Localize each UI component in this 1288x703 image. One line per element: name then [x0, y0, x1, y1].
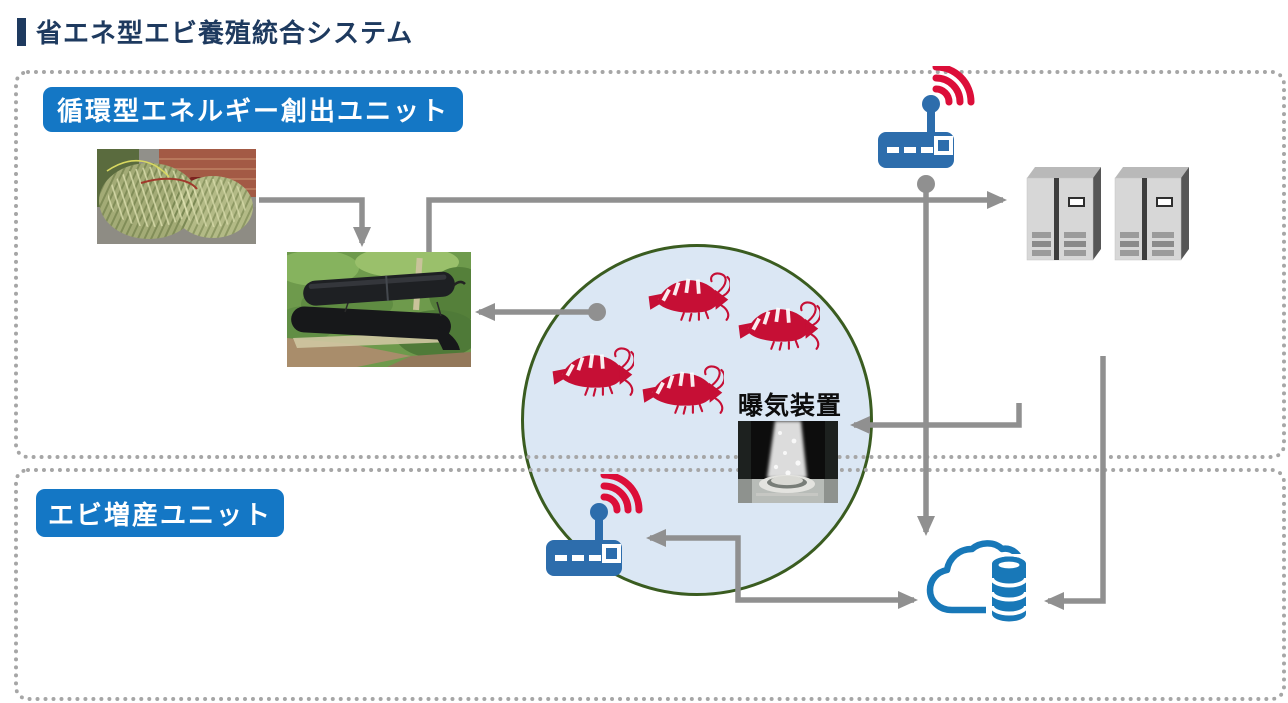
server-cabinet — [1026, 167, 1101, 261]
aeration-bubbles-photo — [738, 421, 838, 503]
connection-servers-to-database — [1044, 356, 1106, 610]
biogas-digester-photo — [287, 252, 471, 367]
connection-servers-to-aeration — [850, 403, 1022, 434]
shrimp-unit-label: エビ増産ユニット — [36, 489, 284, 537]
energy-unit-label: 循環型エネルギー創出ユニット — [43, 87, 463, 132]
server-racks-illustration — [1017, 162, 1192, 266]
server-cabinet — [1114, 167, 1189, 261]
iot-router-icon-upper — [878, 66, 984, 168]
page-header: 省エネ型エビ養殖統合システム — [17, 13, 413, 50]
grass-biomass-photo — [97, 149, 256, 244]
iot-router-icon-pond — [546, 474, 652, 576]
cloud-database-icon — [924, 534, 1030, 626]
page-title: 省エネ型エビ養殖統合システム — [36, 18, 414, 48]
connection-dot — [917, 175, 935, 193]
connection-grass-to-digester — [259, 197, 371, 247]
aeration-device-label: 曝気装置 — [737, 392, 842, 420]
title-accent-bar — [17, 17, 26, 46]
